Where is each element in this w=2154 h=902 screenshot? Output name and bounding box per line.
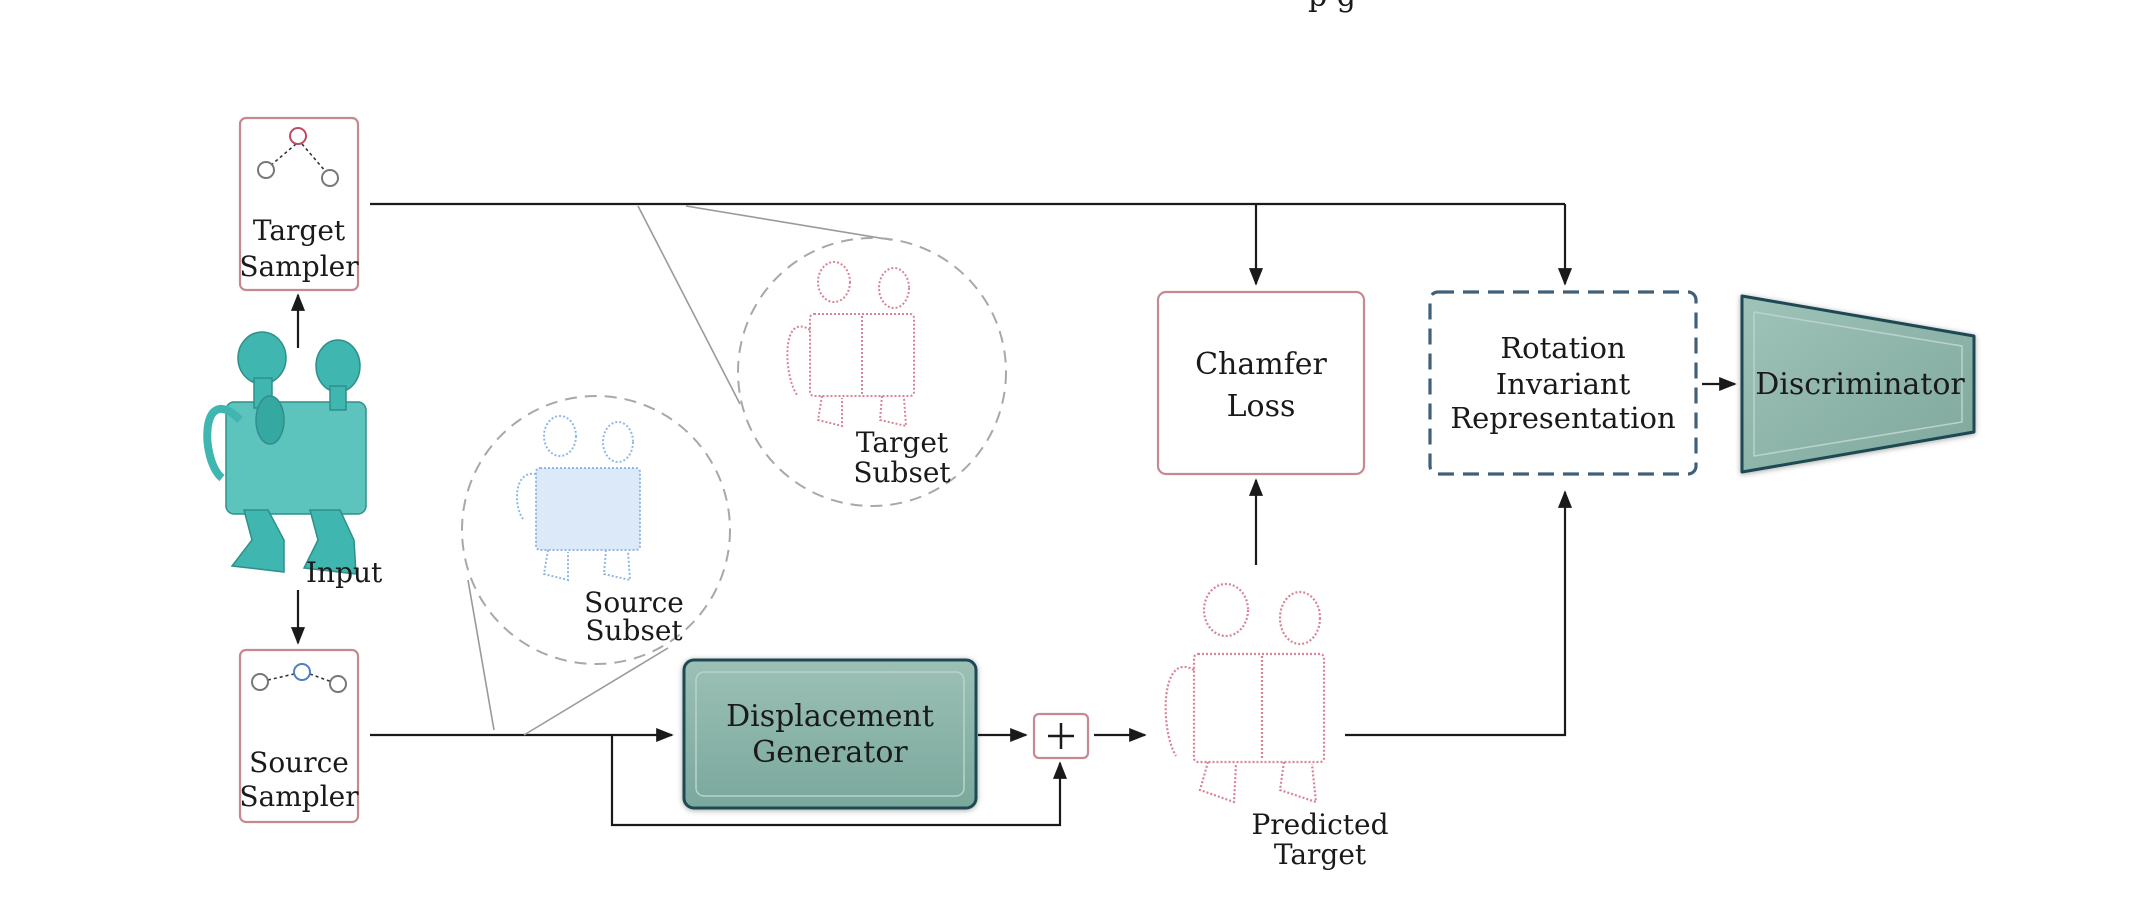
target-sampler-label-1: Target [253, 214, 346, 247]
tree-icon [257, 127, 339, 187]
chamfer-loss-label-1: Chamfer [1195, 347, 1327, 382]
clipped-top-text: p g [1308, 0, 1356, 14]
rotation-invariant-label-1: Rotation [1500, 331, 1625, 365]
displacement-generator [682, 658, 978, 810]
target-sampler: Target Sampler [238, 116, 359, 292]
target-subset-label-2: Subset [853, 456, 951, 489]
predicted-target-point-cloud [1164, 582, 1326, 804]
source-sampler-label-1: Source [249, 746, 349, 779]
rotation-invariant-representation [1428, 290, 1698, 476]
zoom-lines [467, 205, 893, 736]
rotation-invariant-label-2: Invariant [1496, 367, 1631, 401]
tree-icon [251, 663, 347, 693]
predicted-target-label-1: Predicted [1251, 808, 1388, 841]
chamfer-loss-label-2: Loss [1227, 389, 1296, 424]
source-sampler-label-2: Sampler [239, 780, 359, 813]
discriminator [1740, 294, 1976, 474]
input-label: Input [306, 556, 383, 589]
predicted-target-label-2: Target [1274, 838, 1367, 871]
skip-connection [610, 735, 1068, 827]
rotation-invariant-label-3: Representation [1450, 401, 1675, 435]
discriminator-label: Discriminator [1755, 367, 1965, 402]
connectors [290, 202, 1737, 827]
source-subset-point-cloud [515, 415, 641, 582]
target-sampler-label-2: Sampler [239, 250, 359, 283]
target-subset-label-1: Target [856, 426, 949, 459]
displacement-generator-label-1: Displacement [726, 699, 934, 734]
target-subset-point-cloud [786, 261, 915, 428]
source-subset-label-1: Source [584, 586, 684, 619]
chamfer-loss [1156, 290, 1366, 476]
input-point-cloud [203, 331, 367, 575]
source-sampler: Source Sampler [238, 648, 359, 824]
arrow-predicted-to-rotation [1345, 490, 1573, 737]
displacement-generator-label-2: Generator [752, 735, 908, 770]
plus-operator [1032, 712, 1090, 760]
source-subset: Source Subset [461, 395, 731, 665]
source-subset-label-2: Subset [585, 614, 683, 647]
target-subset: Target Subset [737, 237, 1007, 507]
